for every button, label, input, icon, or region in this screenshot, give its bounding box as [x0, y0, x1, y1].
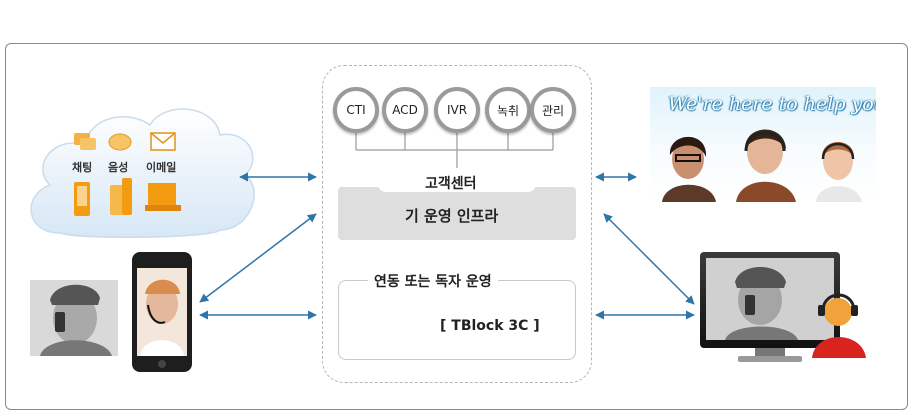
call-center-box — [322, 65, 592, 383]
system-connectors — [355, 133, 554, 168]
connector-arrows — [199, 172, 695, 320]
arrow-phone-center-diagonal — [199, 213, 317, 303]
help-banner: We're here to help you ! — [650, 87, 876, 202]
voice-label: 음성 — [108, 161, 129, 174]
acd-node: ACD — [382, 87, 428, 133]
channel-cloud — [30, 108, 255, 239]
infra-bar — [338, 187, 576, 240]
system-label: CTI — [346, 103, 366, 117]
monitor — [700, 252, 840, 362]
call-center-label: 고객센터 — [425, 176, 477, 192]
ivr-node: IVR — [434, 87, 480, 133]
email-icon — [145, 132, 181, 211]
email-label: 이메일 — [146, 161, 177, 174]
system-label: IVR — [446, 103, 468, 117]
voice-icon — [108, 133, 132, 215]
product-label: [ TBlock 3C ] — [440, 318, 540, 334]
system-label: 관리 — [541, 103, 565, 118]
customer-photo — [30, 280, 118, 356]
system-label: ACD — [392, 103, 418, 117]
infra-notch — [378, 170, 536, 192]
infra-label: 기 운영 인프라 — [405, 207, 499, 225]
chat-label: 채팅 — [72, 161, 93, 174]
agent-1 — [662, 136, 716, 202]
system-label: 녹취 — [496, 103, 520, 118]
operation-label: 연동 또는 독자 운영 — [368, 271, 498, 291]
agent-avatar-icon — [812, 293, 866, 358]
arrow-center-monitor-diagonal — [603, 213, 695, 305]
smartphone — [132, 252, 192, 372]
chat-icon — [74, 133, 96, 216]
agents-photo — [662, 129, 862, 202]
operation-box — [338, 280, 576, 360]
management-node: 관리 — [530, 87, 576, 133]
recording-node: 녹취 — [485, 87, 531, 133]
cti-node: CTI — [333, 87, 379, 133]
banner-text: We're here to help you ! — [668, 93, 876, 115]
agent-3 — [816, 142, 862, 202]
agent-2 — [736, 129, 796, 202]
